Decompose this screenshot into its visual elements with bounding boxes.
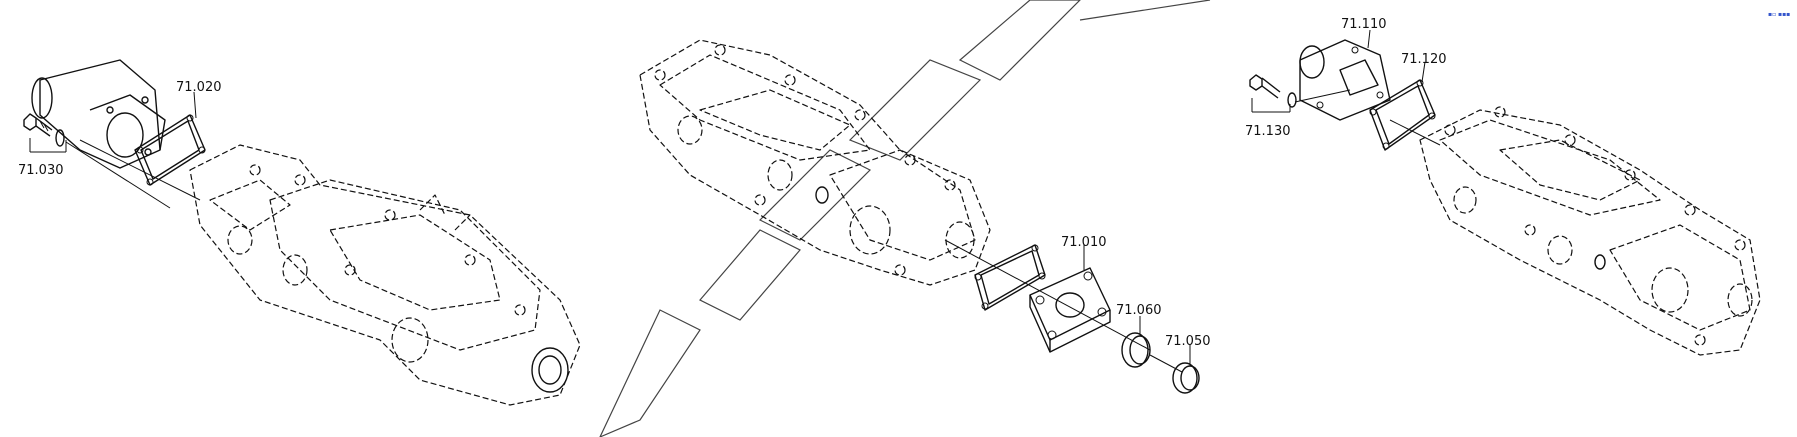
label-71010: 71.010: [1061, 235, 1107, 250]
label-71060: 71.060: [1116, 303, 1162, 318]
label-71020: 71.020: [176, 80, 222, 95]
bolt-71030: [23, 113, 171, 209]
label-71030: 71.030: [18, 163, 64, 178]
label-71050: 71.050: [1165, 334, 1211, 349]
bolt-71130: [1249, 74, 1351, 113]
gasket-middle: [974, 244, 1046, 311]
seal-71050: [1149, 344, 1200, 394]
label-71110: 71.110: [1341, 17, 1387, 32]
right-assembly: [1249, 29, 1761, 356]
seal-71060: [1121, 316, 1151, 368]
cover-71110: [1299, 29, 1391, 121]
flange-71010: [1029, 244, 1111, 353]
gearbox-housing-right: [1419, 106, 1761, 356]
label-71120: 71.120: [1401, 52, 1447, 67]
cylinder-housing: [31, 59, 166, 169]
left-assembly: [23, 59, 581, 406]
gearbox-housing-left: [189, 144, 581, 406]
gasket-71120: [1369, 61, 1436, 151]
watermark: [599, 0, 1211, 437]
corner-mark: ▪▫ ▪▪▪: [1768, 11, 1790, 18]
label-71130: 71.130: [1245, 124, 1291, 139]
gasket-71020: [134, 91, 206, 186]
middle-assembly: [639, 39, 1200, 394]
gearbox-housing-middle: [639, 39, 991, 286]
